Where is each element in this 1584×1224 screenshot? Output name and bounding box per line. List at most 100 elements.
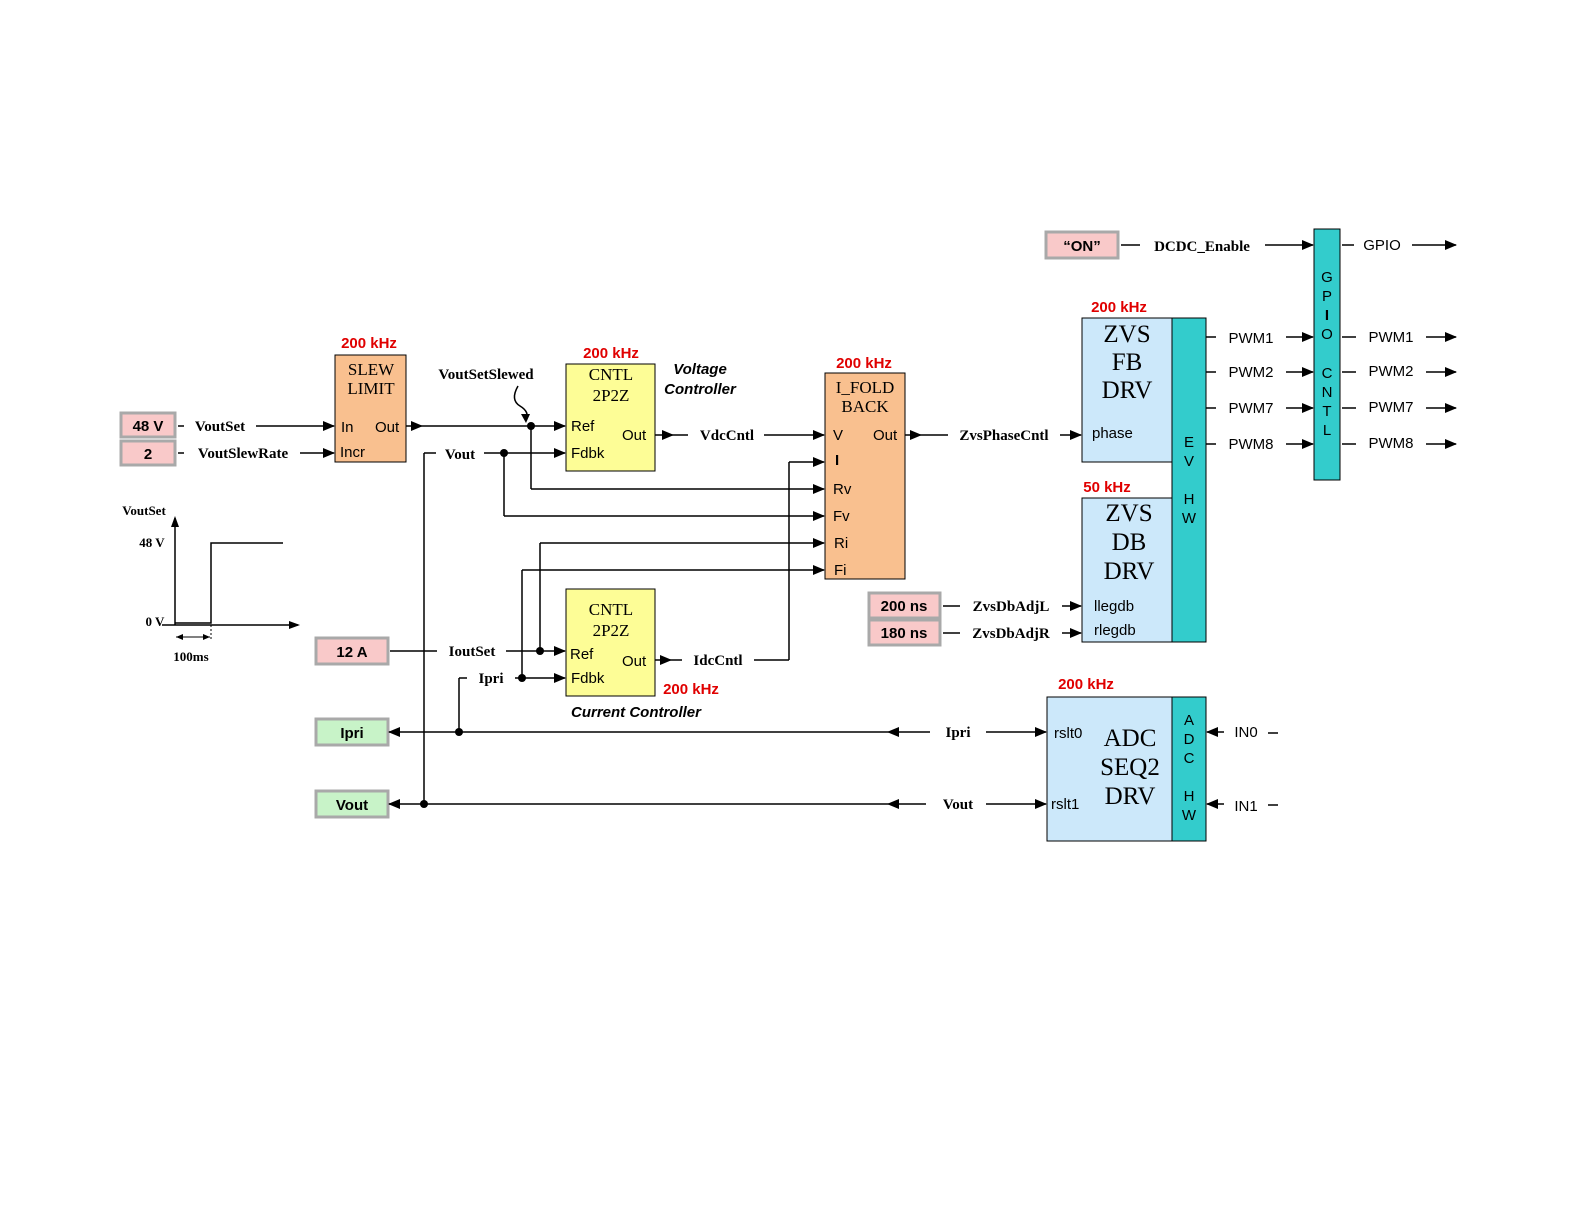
icntl-freq: 200 kHz (663, 681, 719, 698)
adc-letter-4: H (1184, 788, 1195, 805)
slew-port-in: In (341, 419, 354, 436)
input-dbadjl-box: 200 ns (867, 591, 942, 620)
adc-letter-2: C (1184, 750, 1195, 767)
input-dbadjl-value: 200 ns (881, 598, 928, 615)
zvsdb-port-rlegdb: rlegdb (1094, 622, 1136, 639)
evhw-letter-0: E (1184, 434, 1194, 451)
pwm-out-label-0: PWM1 (1369, 329, 1414, 346)
icntl-caption: Current Controller (571, 704, 702, 721)
ev-hw-block: E V H W (1171, 317, 1207, 643)
icntl-port-ref: Ref (570, 646, 594, 663)
input-voutset-box: 48 V (119, 411, 177, 439)
zvsfb-port-phase: phase (1092, 425, 1133, 442)
output-ipri-box: Ipri (314, 717, 390, 747)
signal-vdccntl: VdcCntl (700, 428, 754, 444)
input-dbadjr-box: 180 ns (867, 618, 942, 647)
input-slewrate-value: 2 (144, 446, 152, 463)
vcntl-freq: 200 kHz (583, 345, 639, 362)
gpio-letter-3: O (1321, 326, 1333, 343)
vcntl-caption-1: Voltage (673, 361, 727, 378)
adc-letter-5: W (1182, 807, 1197, 824)
signal-voutset: VoutSet (195, 419, 245, 435)
pwm-in-label-2: PWM7 (1229, 400, 1274, 417)
evhw-letter-3: H (1184, 491, 1195, 508)
signal-idccntl: IdcCntl (693, 653, 742, 669)
slew-limit-block: 200 kHz SLEW LIMIT In Out Incr (334, 335, 407, 463)
step-plot: VoutSet 48 V 0 V 100ms (122, 503, 300, 664)
zvsdb-title-3: DRV (1104, 558, 1155, 585)
zvsfb-title-3: DRV (1102, 377, 1153, 404)
adc-title-2: SEQ2 (1100, 754, 1160, 781)
vcntl-port-out: Out (622, 427, 647, 444)
step-plot-xtick: 100ms (173, 649, 208, 664)
ifold-freq: 200 kHz (836, 355, 892, 372)
zvsfb-freq: 200 kHz (1091, 299, 1147, 316)
ifold-back-block: 200 kHz I_FOLD BACK V Out I Rv Fv Ri Fi (824, 355, 906, 580)
signal-dcdc-enable: DCDC_Enable (1154, 239, 1250, 255)
zvsfb-title-2: FB (1112, 349, 1143, 376)
output-vout-label: Vout (336, 797, 368, 814)
gpio-letter-6: N (1322, 384, 1333, 401)
input-voutset-value: 48 V (133, 418, 164, 435)
icntl-port-out: Out (622, 653, 647, 670)
ifold-title-2: BACK (841, 397, 889, 416)
zvsdb-freq: 50 kHz (1083, 479, 1131, 496)
signal-voutslewrate: VoutSlewRate (198, 446, 289, 462)
ifold-port-ri: Ri (834, 535, 848, 552)
gpio-letter-0: G (1321, 269, 1333, 286)
slew-freq: 200 kHz (341, 335, 397, 352)
step-plot-ylabel: VoutSet (122, 503, 166, 518)
icntl-title-2: 2P2Z (593, 621, 630, 640)
vcntl-caption-2: Controller (664, 381, 737, 398)
input-slewrate-box: 2 (119, 439, 177, 467)
slew-title-2: LIMIT (347, 379, 395, 398)
signal-ipri-adc: Ipri (945, 725, 970, 741)
adc-port-rslt0: rslt0 (1054, 725, 1082, 742)
pwm-out-label-3: PWM8 (1369, 435, 1414, 452)
ifold-port-out: Out (873, 427, 898, 444)
adc-letter-0: A (1184, 712, 1194, 729)
adc-letter-1: D (1184, 731, 1195, 748)
signal-vout-adc: Vout (943, 797, 973, 813)
slew-port-out: Out (375, 419, 400, 436)
gpio-out-label: GPIO (1363, 237, 1401, 254)
zvsdb-port-llegdb: llegdb (1094, 598, 1134, 615)
junctions (420, 422, 544, 808)
evhw-letter-1: V (1184, 453, 1194, 470)
signal-ipri-feedback: Ipri (478, 671, 503, 687)
input-ioutset-box: 12 A (314, 636, 390, 666)
signal-vout-feedback: Vout (445, 447, 475, 463)
gpio-letter-5: C (1322, 365, 1333, 382)
vcntl-title-1: CNTL (589, 365, 633, 384)
vcntl-title-2: 2P2Z (593, 386, 630, 405)
input-on-value: “ON” (1063, 238, 1101, 255)
adc-freq: 200 kHz (1058, 676, 1114, 693)
pwm-in-label-1: PWM2 (1229, 364, 1274, 381)
signal-zvsphasecntl: ZvsPhaseCntl (959, 428, 1048, 444)
adc-title-1: ADC (1104, 725, 1157, 752)
icntl-port-fdbk: Fdbk (571, 670, 605, 687)
slew-port-incr: Incr (340, 444, 365, 461)
gpio-letter-1: P (1322, 288, 1332, 305)
output-vout-box: Vout (314, 789, 390, 819)
vcntl-port-ref: Ref (571, 418, 595, 435)
output-ipri-label: Ipri (340, 725, 363, 742)
ifold-port-i: I (835, 452, 839, 469)
input-ioutset-value: 12 A (336, 644, 367, 661)
ifold-port-rv: Rv (833, 481, 852, 498)
pwm-out-label-2: PWM7 (1369, 399, 1414, 416)
input-dbadjr-value: 180 ns (881, 625, 928, 642)
adc-in1-label: IN1 (1234, 798, 1257, 815)
adc-in0-label: IN0 (1234, 724, 1257, 741)
vcntl-port-fdbk: Fdbk (571, 445, 605, 462)
signal-zvsdbadjl: ZvsDbAdjL (973, 599, 1050, 615)
step-plot-tick-high: 48 V (139, 535, 165, 550)
signal-zvsdbadjr: ZvsDbAdjR (972, 626, 1050, 642)
step-plot-tick-low: 0 V (146, 614, 166, 629)
gpio-cntl-block: G P I O C N T L (1313, 228, 1341, 481)
zvsdb-title-2: DB (1112, 529, 1147, 556)
pwm-in-label-0: PWM1 (1229, 330, 1274, 347)
zvsfb-title-1: ZVS (1103, 321, 1150, 348)
slew-title-1: SLEW (348, 360, 395, 379)
ifold-title-1: I_FOLD (836, 378, 895, 397)
